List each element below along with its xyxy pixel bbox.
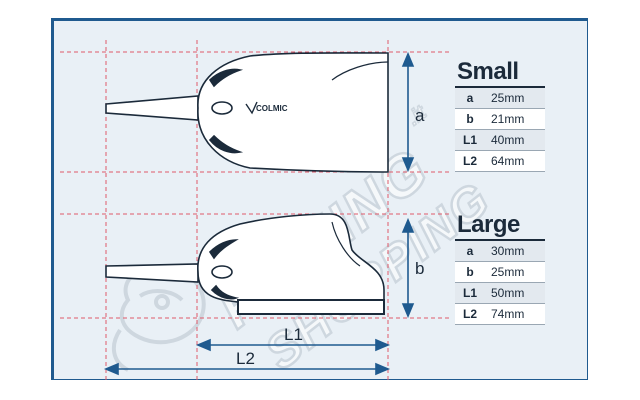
brand-mark-icon bbox=[245, 101, 258, 115]
spec-key: L2 bbox=[462, 307, 477, 321]
large-feeder-hole bbox=[211, 265, 233, 279]
spec-key: a bbox=[466, 91, 474, 105]
spec-table-small: Small a 25mm b 21mm L1 40mm L2 64mm bbox=[455, 60, 545, 172]
spec-row: b 25mm bbox=[455, 262, 545, 283]
spec-value: 25mm bbox=[491, 265, 525, 279]
spec-value: 50mm bbox=[491, 286, 525, 300]
spec-key: L1 bbox=[462, 133, 477, 147]
small-feeder-body bbox=[197, 52, 389, 173]
dimension-arrows bbox=[103, 51, 415, 376]
dimension-label-l2: L2 bbox=[236, 349, 255, 368]
spec-value: 25mm bbox=[491, 91, 525, 105]
spec-row: L1 50mm bbox=[455, 283, 545, 304]
spec-row: a 30mm bbox=[455, 241, 545, 262]
spec-value: 30mm bbox=[491, 244, 525, 258]
large-feeder-stem bbox=[105, 263, 199, 283]
spec-rows-large: a 30mm b 25mm L1 50mm L2 74mm bbox=[455, 241, 545, 325]
spec-row: b 21mm bbox=[455, 109, 545, 130]
spec-row: L1 40mm bbox=[455, 130, 545, 151]
large-feeder-shoulder-top bbox=[208, 239, 239, 260]
dimension-label-b: b bbox=[415, 259, 424, 278]
spec-title-small: Small bbox=[455, 60, 545, 88]
small-feeder-shoulder-bottom bbox=[208, 134, 244, 154]
spec-table-large: Large a 30mm b 25mm L1 50mm L2 74mm bbox=[455, 213, 545, 325]
spec-key: a bbox=[466, 244, 474, 258]
small-feeder-shoulder-top bbox=[208, 68, 244, 88]
dimension-label-l1: L1 bbox=[284, 325, 303, 344]
spec-row: L2 74mm bbox=[455, 304, 545, 325]
brand-label: COLMIC bbox=[256, 104, 288, 113]
spec-row: a 25mm bbox=[455, 88, 545, 109]
small-feeder-stem bbox=[105, 95, 199, 121]
spec-key: b bbox=[466, 112, 474, 126]
spec-rows-small: a 25mm b 21mm L1 40mm L2 64mm bbox=[455, 88, 545, 172]
spec-row: L2 64mm bbox=[455, 151, 545, 172]
spec-value: 21mm bbox=[491, 112, 525, 126]
spec-title-large: Large bbox=[455, 213, 545, 241]
large-feeder bbox=[105, 213, 385, 315]
spec-value: 40mm bbox=[491, 133, 525, 147]
large-feeder-shoulder-bottom bbox=[210, 284, 240, 300]
small-feeder-hole bbox=[211, 101, 233, 115]
small-feeder bbox=[105, 52, 389, 173]
spec-key: L2 bbox=[462, 154, 477, 168]
spec-key: b bbox=[466, 265, 474, 279]
large-feeder-body bbox=[197, 213, 385, 303]
large-feeder-base bbox=[237, 299, 385, 315]
guide-lines-large bbox=[60, 213, 450, 319]
spec-value: 74mm bbox=[491, 307, 525, 321]
spec-key: L1 bbox=[462, 286, 477, 300]
spec-value: 64mm bbox=[491, 154, 525, 168]
dimension-label-a: a bbox=[415, 106, 425, 125]
